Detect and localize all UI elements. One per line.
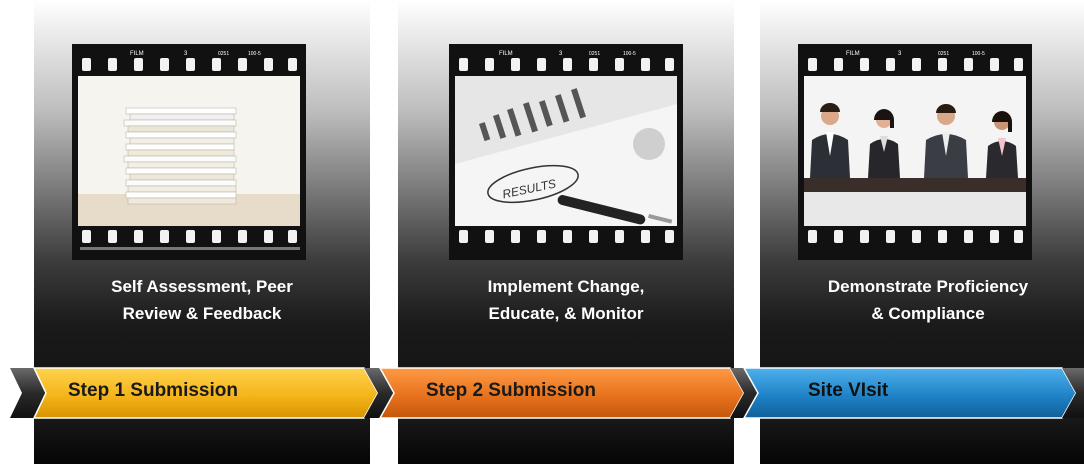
chevron-left-dark bbox=[10, 368, 46, 418]
film-frame-2: FILM 3 0251 100-5 RESULTS bbox=[449, 44, 683, 260]
svg-text:3: 3 bbox=[184, 51, 188, 57]
svg-text:3: 3 bbox=[898, 51, 902, 57]
caption-line: & Compliance bbox=[871, 304, 985, 323]
svg-text:100-5: 100-5 bbox=[248, 51, 261, 57]
step-1-label: Step 1 Submission bbox=[68, 380, 238, 401]
film-frame-1: FILM 3 0251 100-5 bbox=[72, 44, 306, 260]
step-3-label: Site VIsit bbox=[808, 380, 889, 401]
svg-text:100-5: 100-5 bbox=[972, 51, 985, 57]
caption-line: Review & Feedback bbox=[122, 304, 282, 323]
svg-text:FILM: FILM bbox=[130, 51, 144, 57]
caption-line: Self Assessment, Peer bbox=[111, 277, 293, 296]
svg-text:0251: 0251 bbox=[938, 51, 949, 57]
stage-1-caption: Self Assessment, Peer Review & Feedback bbox=[34, 273, 370, 327]
film-frame-3: FILM 3 0251 100-5 bbox=[798, 44, 1032, 260]
stage-2-caption: Implement Change, Educate, & Monitor bbox=[398, 273, 734, 327]
caption-line: Demonstrate Proficiency bbox=[827, 277, 1029, 296]
process-arrow-bar bbox=[10, 367, 1084, 419]
stage-3-caption: Demonstrate Proficiency & Compliance bbox=[760, 273, 1084, 327]
chevron-right-dark bbox=[1062, 368, 1084, 418]
svg-text:FILM: FILM bbox=[846, 51, 860, 57]
svg-text:100-5: 100-5 bbox=[623, 51, 636, 57]
caption-line: Implement Change, bbox=[487, 277, 645, 296]
svg-text:FILM: FILM bbox=[499, 51, 513, 57]
svg-text:0251: 0251 bbox=[218, 51, 229, 57]
svg-text:3: 3 bbox=[559, 51, 563, 57]
arrow-step-3 bbox=[742, 367, 1077, 419]
caption-line: Educate, & Monitor bbox=[488, 304, 644, 323]
step-2-label: Step 2 Submission bbox=[426, 380, 596, 401]
svg-text:0251: 0251 bbox=[589, 51, 600, 57]
